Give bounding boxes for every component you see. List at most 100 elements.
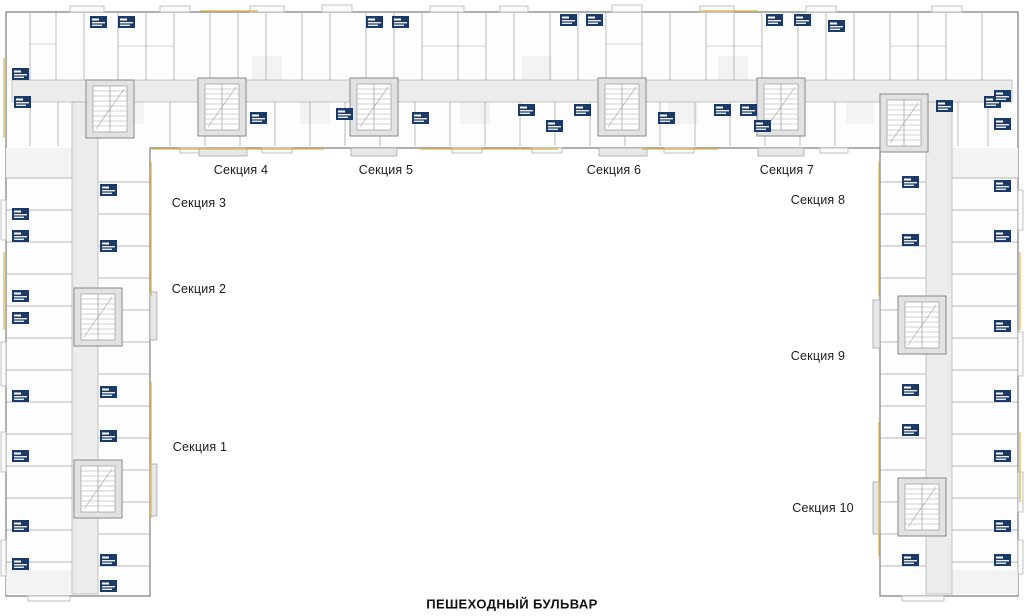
unit-label-chip: [14, 96, 31, 108]
entrance-stub: [598, 147, 648, 157]
entrance-stub: [872, 299, 881, 349]
unit-label-chip: [518, 104, 535, 116]
section-label-9: Секция 9: [790, 349, 846, 363]
balcony: [1017, 189, 1024, 231]
stair-core-section-1: [73, 459, 123, 519]
unit-label-chip: [12, 230, 29, 242]
unit-label-chip: [714, 104, 731, 116]
unit-label-chip: [902, 384, 919, 396]
stair-core-section-10: [897, 477, 947, 537]
unit-label-chip: [994, 390, 1011, 402]
entrance-stub: [872, 481, 881, 535]
room: [252, 56, 282, 80]
unit-label-chip: [12, 450, 29, 462]
balcony: [0, 431, 7, 473]
room: [952, 148, 1018, 178]
balcony: [499, 5, 529, 13]
balcony: [819, 147, 849, 154]
stair-core-section-5: [349, 77, 399, 137]
balcony: [805, 5, 837, 13]
unit-label-chip: [118, 16, 135, 28]
section-label-10: Секция 10: [792, 501, 854, 515]
entrance-stub: [149, 291, 158, 341]
section-label-7: Секция 7: [759, 163, 815, 177]
stair-core-section-9: [897, 295, 947, 355]
entrance-stubs: [149, 147, 881, 535]
entrance-stub: [757, 147, 805, 157]
entrance-stub: [198, 147, 248, 157]
balcony: [69, 5, 105, 13]
unit-label-chip: [994, 320, 1011, 332]
room: [6, 148, 72, 178]
unit-label-chip: [100, 184, 117, 196]
unit-label-chip: [994, 118, 1011, 130]
balcony: [0, 341, 7, 387]
balcony: [663, 147, 695, 154]
unit-label-chip: [12, 520, 29, 532]
partitions-left-wing-outer: [6, 177, 72, 563]
room: [668, 102, 698, 124]
balcony: [931, 5, 963, 13]
unit-label-chip: [766, 14, 783, 26]
unit-label-chip: [902, 176, 919, 188]
partitions-left-wing-inner: [98, 181, 150, 567]
room: [300, 102, 330, 124]
unit-label-chip: [12, 312, 29, 324]
unit-label-chip: [902, 554, 919, 566]
unit-label-chip: [994, 180, 1011, 192]
corridor-top-wing: [11, 79, 1013, 103]
unit-label-chip: [12, 208, 29, 220]
stair-core-section-4: [197, 77, 247, 137]
unit-label-chip: [12, 558, 29, 570]
unit-label-chip: [100, 580, 117, 592]
unit-label-chip: [754, 120, 771, 132]
room: [846, 102, 874, 124]
unit-label-chip: [366, 16, 383, 28]
balcony: [261, 147, 293, 154]
tinted-rooms: [6, 56, 1018, 594]
unit-label-chip: [250, 112, 267, 124]
section-label-1: Секция 1: [172, 440, 228, 454]
balcony: [0, 539, 7, 577]
stair-core-section-2: [73, 287, 123, 347]
unit-label-chip: [794, 14, 811, 26]
unit-label-chip: [12, 68, 29, 80]
unit-label-chip: [936, 100, 953, 112]
unit-label-chip: [412, 112, 429, 124]
room: [952, 570, 1018, 594]
unit-label-chip: [994, 90, 1011, 102]
balcony: [901, 595, 945, 602]
unit-label-chip: [100, 430, 117, 442]
section-label-4: Секция 4: [213, 163, 269, 177]
unit-label-chip: [90, 16, 107, 28]
unit-label-chip: [740, 104, 757, 116]
room: [522, 56, 552, 80]
section-label-3: Секция 3: [171, 196, 227, 210]
balcony: [0, 199, 7, 241]
balcony: [249, 5, 285, 13]
street-label: ПЕШЕХОДНЫЙ БУЛЬВАР: [426, 596, 598, 612]
unit-label-chip: [12, 290, 29, 302]
balcony: [159, 5, 191, 13]
partitions-top-wing-sub: [30, 43, 946, 47]
balcony: [1017, 539, 1024, 575]
corridors: [11, 79, 1013, 595]
balcony-accent-lines: [3, 10, 1021, 556]
unit-label-chip: [100, 240, 117, 252]
corridor-left-wing: [71, 101, 99, 595]
unit-label-chip: [100, 554, 117, 566]
section-label-2: Секция 2: [171, 282, 227, 296]
unit-label-chip: [902, 234, 919, 246]
unit-label-chip: [12, 390, 29, 402]
unit-label-chip: [994, 554, 1011, 566]
unit-label-chip: [100, 386, 117, 398]
room: [718, 56, 748, 80]
unit-label-chip: [574, 104, 591, 116]
stair-core-section-6: [597, 77, 647, 137]
room: [6, 570, 72, 594]
unit-label-chip: [546, 120, 563, 132]
unit-label-chip: [828, 20, 845, 32]
unit-label-chip: [994, 520, 1011, 532]
unit-label-chip: [586, 14, 603, 26]
